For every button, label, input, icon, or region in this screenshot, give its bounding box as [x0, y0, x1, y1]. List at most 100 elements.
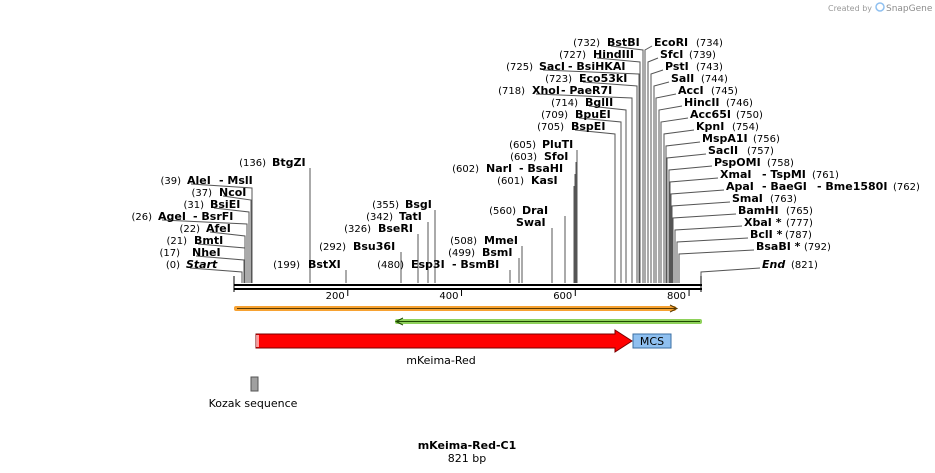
restriction-site[interactable]: (754)KpnI — [696, 120, 759, 133]
site-enzyme-name: TatI — [399, 210, 422, 223]
restriction-site[interactable]: (199)BstXI — [273, 258, 341, 271]
feature-mkeima-red[interactable] — [255, 329, 633, 353]
site-position: (757) — [747, 146, 774, 157]
restriction-site[interactable]: (603)SfoI — [510, 150, 568, 163]
restriction-site[interactable]: (765)BamHI — [738, 204, 813, 217]
site-isoschizomer: - BsrFI — [193, 210, 233, 223]
site-position: (326) — [344, 224, 371, 235]
site-enzyme-name: KpnI — [696, 120, 724, 133]
site-position: (480) — [377, 260, 404, 271]
site-connector — [655, 93, 677, 283]
restriction-site[interactable]: (560)DraI — [489, 204, 548, 217]
site-connector — [161, 219, 248, 283]
restriction-site[interactable]: (714)BglII — [551, 96, 613, 109]
restriction-site[interactable]: (821)End — [762, 258, 818, 271]
site-connector — [663, 129, 695, 283]
site-position: (342) — [366, 212, 393, 223]
feature-label-mkeima-red: mKeima-Red — [406, 354, 476, 367]
site-connector — [660, 117, 689, 283]
restriction-site[interactable]: (763)SmaI — [732, 192, 797, 205]
site-connector — [672, 213, 737, 283]
site-connector — [189, 267, 243, 283]
restriction-site[interactable]: (758)PspOMI — [714, 156, 794, 169]
restriction-site[interactable]: (757)SacII — [708, 144, 774, 157]
site-enzyme-name: ApaI — [726, 180, 754, 193]
restriction-site[interactable]: (0)Start — [166, 258, 218, 271]
site-position: (732) — [573, 38, 600, 49]
site-enzyme-name: AleI — [187, 174, 211, 187]
restriction-site[interactable]: (37)NcoI — [191, 186, 246, 199]
restriction-site[interactable]: (727)HindIII — [559, 48, 634, 61]
site-enzyme-name: End — [762, 258, 785, 271]
site-enzyme-name: BsiEI — [210, 198, 240, 211]
restriction-site[interactable]: (22)AfeI — [179, 222, 230, 235]
site-enzyme-name: AgeI — [158, 210, 186, 223]
site-enzyme-name: MmeI — [484, 234, 518, 247]
site-connector — [588, 105, 627, 283]
feature-kozak[interactable] — [250, 376, 259, 392]
restriction-site[interactable]: (756)MspA1I — [702, 132, 780, 145]
restriction-site[interactable]: (744)SalI — [671, 72, 728, 85]
restriction-site[interactable]: (292)Bsu36I — [319, 240, 395, 253]
restriction-site[interactable]: (480)Esp3I- BsmBI — [377, 258, 499, 271]
restriction-site[interactable]: (136)BtgZI — [239, 156, 305, 169]
site-position: (603) — [510, 152, 537, 163]
orf-reverse[interactable] — [394, 317, 702, 326]
restriction-site[interactable]: (705)BspEI — [537, 120, 605, 133]
site-position: (0) — [166, 260, 180, 271]
restriction-site[interactable]: SwaI — [516, 216, 546, 229]
restriction-site[interactable]: (792)BsaBI * — [756, 240, 831, 253]
site-position: (718) — [498, 86, 525, 97]
restriction-site[interactable]: (725)SacI- BsiHKAI — [506, 60, 625, 73]
credit: Created by SnapGene — [828, 2, 933, 14]
restriction-site[interactable]: (787)BclI * — [750, 228, 812, 241]
site-connector-lines — [161, 45, 761, 283]
restriction-site[interactable]: (326)BseRI — [344, 222, 413, 235]
site-enzyme-name: EcoRI — [654, 36, 688, 49]
restriction-site[interactable]: (750)Acc65I — [690, 108, 763, 121]
site-position: (765) — [786, 206, 813, 217]
restriction-site[interactable]: (342) TatI — [366, 210, 422, 223]
site-position: (761) — [812, 170, 839, 181]
site-position: (21) — [166, 236, 187, 247]
site-position: (705) — [537, 122, 564, 133]
site-labels: (0)Start(17)NheI(21)BmtI(22)AfeI(26)AgeI… — [131, 36, 920, 271]
site-connector — [578, 117, 622, 283]
restriction-site[interactable]: (745)AccI — [678, 84, 738, 97]
restriction-site[interactable]: (602)NarI- BsaHI — [452, 162, 563, 175]
restriction-site[interactable]: (734) EcoRI — [654, 36, 723, 49]
restriction-site[interactable]: (39)AleI- MslI — [160, 174, 252, 187]
restriction-site[interactable]: (499)BsmI — [448, 246, 512, 259]
restriction-site[interactable]: (761)XmaI- TspMI — [720, 168, 839, 181]
restriction-site[interactable]: (26)AgeI- BsrFI — [131, 210, 233, 223]
restriction-site[interactable]: (718)XhoI- PaeR7I — [498, 84, 612, 97]
site-isoschizomer: - BsaHI — [519, 162, 563, 175]
restriction-site[interactable]: (601)KasI — [497, 174, 557, 187]
restriction-site[interactable]: (723)Eco53kI — [545, 72, 627, 85]
site-position: (745) — [711, 86, 738, 97]
restriction-site[interactable]: (355)BsgI — [372, 198, 432, 211]
site-enzyme-name: BstXI — [308, 258, 341, 271]
restriction-site[interactable]: (746)HincII — [684, 96, 753, 109]
restriction-site[interactable]: (31)BsiEI — [183, 198, 240, 211]
site-enzyme-name: PstI — [665, 60, 689, 73]
restriction-site[interactable]: (739)SfcI — [660, 48, 716, 61]
restriction-site[interactable]: (709)BpuEI — [541, 108, 611, 121]
restriction-site[interactable]: (21)BmtI — [166, 234, 223, 247]
feature-mcs[interactable]: MCS — [632, 333, 672, 349]
restriction-site[interactable]: (743)PstI — [665, 60, 723, 73]
orf-forward[interactable] — [234, 304, 679, 313]
site-position: (734) — [696, 38, 723, 49]
site-enzyme-name: HincII — [684, 96, 720, 109]
restriction-site[interactable]: (508)MmeI — [450, 234, 518, 247]
restriction-site[interactable]: (777)XbaI * — [744, 216, 813, 229]
site-connector — [222, 195, 252, 283]
restriction-site[interactable]: (17)NheI — [159, 246, 220, 259]
site-isoschizomer: - MslI — [219, 174, 253, 187]
site-enzyme-name: XmaI — [720, 168, 751, 181]
restriction-site[interactable]: (762)ApaI- BaeGI- Bme1580I — [726, 180, 920, 193]
restriction-site[interactable]: (605)PluTI — [509, 138, 573, 151]
restriction-site[interactable]: (732)BstBI — [573, 36, 640, 49]
feature-label-mcs: MCS — [640, 335, 664, 348]
